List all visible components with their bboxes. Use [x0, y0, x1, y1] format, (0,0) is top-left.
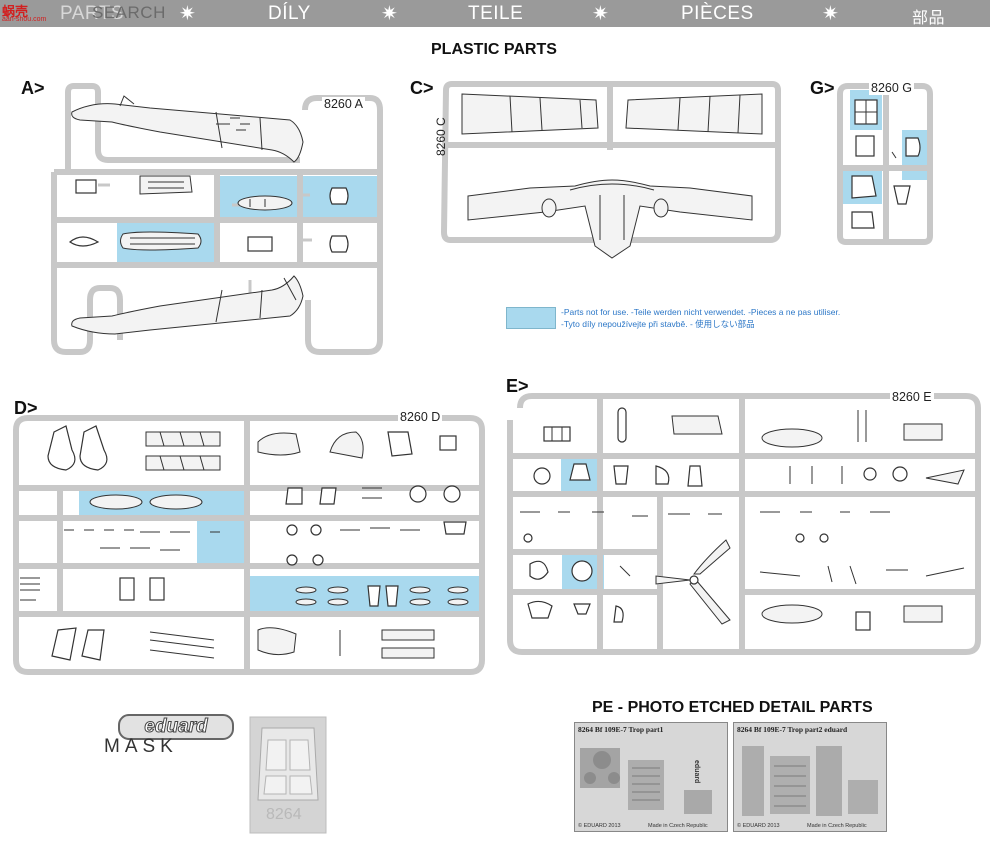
pe-fret-1-copyright: © EDUARD 2013	[578, 823, 621, 829]
eduard-logo: eduard	[118, 714, 234, 740]
mask-sheet	[249, 716, 327, 834]
mask-word: MASK	[104, 736, 178, 757]
sprue-a-code: 8260 A	[322, 97, 365, 111]
pe-fret-1-made: Made in Czech Republic	[648, 823, 708, 829]
sprue-e-code: 8260 E	[890, 390, 934, 404]
legend-line-2: -Tyto díly nepoužívejte při stavbě. - 使用…	[561, 319, 755, 329]
pe-fret-1-header: 8264 Bf 109E-7 Trop part1	[578, 725, 664, 734]
watermark-search: SEARCH	[92, 3, 166, 22]
sprue-d-code: 8260 D	[398, 410, 443, 424]
watermark-logo: 蜗壳	[2, 4, 29, 19]
pe-fret-1-brand: eduard	[693, 760, 700, 784]
sprue-e-label: E>	[506, 376, 529, 396]
star-separator-icon: ✷	[592, 3, 609, 25]
sprue-d	[13, 415, 485, 675]
header-bar: 蜗壳 aan-shou.com PARTS SEARCH ✷ DÍLY ✷ TE…	[0, 0, 990, 27]
sprue-c	[441, 81, 781, 259]
pe-fret-2-made: Made in Czech Republic	[807, 823, 867, 829]
sprue-g	[837, 83, 933, 245]
sprue-c-label: C>	[410, 78, 434, 98]
star-separator-icon: ✷	[381, 3, 398, 25]
sprue-a-label: A>	[21, 78, 45, 98]
header-item-parts: PARTS	[60, 3, 125, 24]
header-item-pieces: PIÈCES	[681, 3, 754, 24]
not-for-use-swatch	[506, 307, 556, 329]
pe-fret-2	[733, 722, 887, 832]
mask-number: 8264	[266, 806, 302, 823]
legend-line-1: -Parts not for use. -Teile werden nicht …	[561, 307, 841, 317]
header-item-buhin: 部品	[912, 10, 946, 27]
pe-title: PE - PHOTO ETCHED DETAIL PARTS	[592, 699, 873, 716]
sprue-g-label: G>	[810, 78, 835, 98]
star-separator-icon: ✷	[822, 3, 839, 25]
sprue-e	[507, 393, 981, 655]
header-item-teile: TEILE	[468, 3, 524, 24]
pe-fret-1	[574, 722, 728, 832]
sprue-d-label: D>	[14, 398, 38, 418]
sprue-c-code: 8260 C	[434, 117, 448, 156]
star-separator-icon: ✷	[179, 3, 196, 25]
sprue-g-code: 8260 G	[869, 81, 915, 95]
pe-fret-2-header: 8264 Bf 109E-7 Trop part2 eduard	[737, 725, 848, 734]
header-item-dily: DÍLY	[268, 3, 311, 24]
pe-fret-2-copyright: © EDUARD 2013	[737, 823, 780, 829]
sprue-a	[51, 83, 383, 355]
plastic-parts-title: PLASTIC PARTS	[431, 41, 557, 58]
watermark-url: aan-shou.com	[2, 16, 47, 23]
